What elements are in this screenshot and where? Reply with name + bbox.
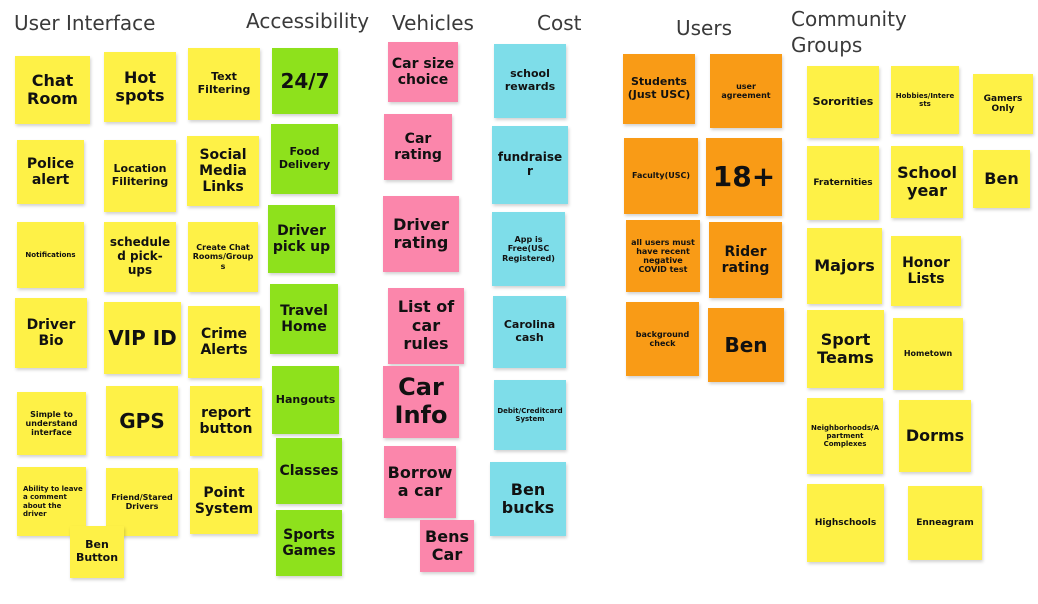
- sticky-note-debit-credit[interactable]: Debit/Creditcard System: [494, 380, 566, 450]
- sticky-note-leave-comment[interactable]: Ability to leave a comment about the dri…: [17, 467, 86, 536]
- sticky-note-travel-home[interactable]: Travel Home: [270, 284, 338, 354]
- sticky-note-highschools[interactable]: Highschools: [807, 484, 884, 562]
- sticky-note-gps[interactable]: GPS: [106, 386, 178, 456]
- sticky-note-honor-lists[interactable]: Honor Lists: [891, 236, 961, 306]
- header-community-groups: Community Groups: [791, 7, 907, 57]
- sticky-note-simple-interface[interactable]: Simple to understand interface: [17, 392, 86, 455]
- sticky-note-dorms[interactable]: Dorms: [899, 400, 971, 472]
- sticky-note-school-rewards[interactable]: school rewards: [494, 44, 566, 118]
- header-cost: Cost: [537, 11, 582, 35]
- sticky-note-enneagram[interactable]: Enneagram: [908, 486, 982, 560]
- sticky-note-driver-rating[interactable]: Driver rating: [383, 196, 459, 272]
- sticky-note-students[interactable]: Students (Just USC): [623, 54, 695, 124]
- sticky-note-police-alert[interactable]: Police alert: [17, 140, 84, 204]
- sticky-note-ben-users[interactable]: Ben: [708, 308, 784, 382]
- sticky-note-create-chat-rooms[interactable]: Create Chat Rooms/Groups: [188, 222, 258, 292]
- sticky-note-fundraiser[interactable]: fundraiser: [492, 126, 568, 204]
- sticky-note-sports-games[interactable]: Sports Games: [276, 510, 342, 576]
- header-users: Users: [676, 16, 733, 40]
- sticky-note-ben-community[interactable]: Ben: [973, 150, 1030, 208]
- header-vehicles: Vehicles: [392, 11, 474, 35]
- sticky-note-rider-rating[interactable]: Rider rating: [709, 222, 782, 298]
- sticky-note-hobbies[interactable]: Hobbies/Interests: [891, 66, 959, 134]
- sticky-note-covid-test[interactable]: all users must have recent negative COVI…: [626, 220, 700, 292]
- sticky-note-location-filtering[interactable]: Location Filitering: [104, 140, 176, 212]
- sticky-note-app-free[interactable]: App is Free(USC Registered): [492, 212, 565, 286]
- sticky-note-hot-spots[interactable]: Hot spots: [104, 52, 176, 122]
- sticky-note-vip-id[interactable]: VIP ID: [104, 302, 181, 374]
- sticky-note-friend-drivers[interactable]: Friend/Stared Drivers: [106, 468, 178, 536]
- sticky-note-hangouts[interactable]: Hangouts: [272, 366, 339, 434]
- sticky-note-car-info[interactable]: Car Info: [383, 366, 459, 438]
- sticky-note-hometown[interactable]: Hometown: [893, 318, 963, 390]
- sticky-note-bens-car[interactable]: Bens Car: [420, 520, 474, 572]
- sticky-note-classes[interactable]: Classes: [276, 438, 342, 504]
- sticky-note-food-delivery[interactable]: Food Delivery: [271, 124, 338, 194]
- sticky-note-driver-bio[interactable]: Driver Bio: [15, 298, 87, 368]
- sticky-note-scheduled-pickups[interactable]: scheduled pick-ups: [104, 222, 176, 292]
- sticky-note-text-filtering[interactable]: Text Filtering: [188, 48, 260, 120]
- sticky-note-sport-teams[interactable]: Sport Teams: [807, 310, 884, 388]
- sticky-note-list-car-rules[interactable]: List of car rules: [388, 288, 464, 364]
- sticky-note-24-7[interactable]: 24/7: [272, 48, 338, 114]
- header-user-interface: User Interface: [14, 11, 156, 35]
- sticky-note-sororities[interactable]: Sororities: [807, 66, 879, 138]
- sticky-note-majors[interactable]: Majors: [807, 228, 882, 304]
- sticky-note-borrow-car[interactable]: Borrow a car: [384, 446, 456, 518]
- sticky-note-carolina-cash[interactable]: Carolina cash: [493, 296, 566, 368]
- sticky-note-user-agreement[interactable]: user agreement: [710, 54, 782, 128]
- sticky-note-ben-bucks[interactable]: Ben bucks: [490, 462, 566, 536]
- sticky-note-neighborhoods[interactable]: Neighborhoods/Apartment Complexes: [807, 398, 883, 474]
- sticky-note-chat-room[interactable]: Chat Room: [15, 56, 90, 124]
- sticky-note-fraternities[interactable]: Fraternities: [807, 146, 879, 220]
- header-accessibility: Accessibility: [246, 9, 370, 33]
- sticky-note-car-rating[interactable]: Car rating: [384, 114, 452, 180]
- sticky-note-ben-button[interactable]: Ben Button: [70, 526, 124, 578]
- sticky-note-driver-pickup[interactable]: Driver pick up: [268, 205, 335, 273]
- sticky-note-social-media-links[interactable]: Social Media Links: [187, 136, 259, 206]
- sticky-note-gamers-only[interactable]: Gamers Only: [973, 74, 1033, 134]
- sticky-note-point-system[interactable]: Point System: [190, 468, 258, 534]
- sticky-note-crime-alerts[interactable]: Crime Alerts: [188, 306, 260, 378]
- sticky-note-car-size-choice[interactable]: Car size choice: [388, 42, 458, 102]
- sticky-note-report-button[interactable]: report button: [190, 386, 262, 456]
- sticky-note-18-plus[interactable]: 18+: [706, 138, 782, 216]
- sticky-note-faculty[interactable]: Faculty(USC): [624, 138, 698, 214]
- sticky-note-notifications[interactable]: Notifications: [17, 222, 84, 288]
- sticky-note-school-year[interactable]: School year: [891, 146, 963, 218]
- sticky-note-background-check[interactable]: background check: [626, 302, 699, 376]
